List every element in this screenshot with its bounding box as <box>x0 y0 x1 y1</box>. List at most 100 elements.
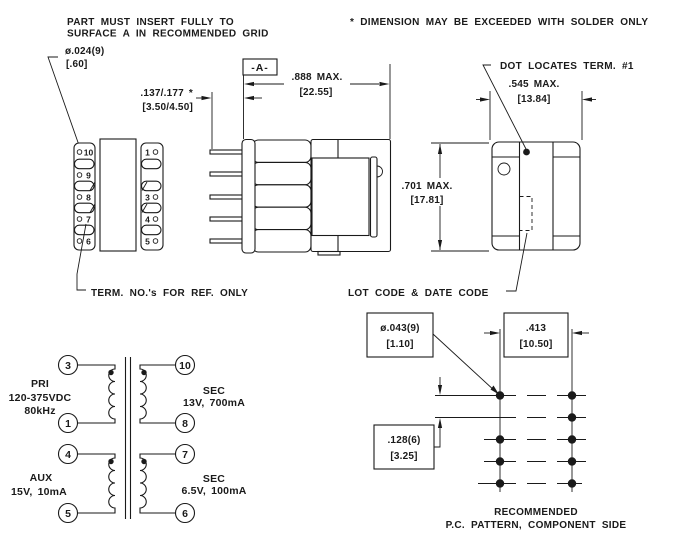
pin-number: 3 <box>65 360 71 372</box>
front-right-block <box>140 142 164 251</box>
hole-dia-leader <box>432 333 497 393</box>
pin-balloon <box>57 354 79 376</box>
standoff-tab <box>317 250 341 256</box>
datum-a-flag: -A- <box>242 58 278 76</box>
wire-dia-callout: ø.024(9) [.60] <box>47 46 104 150</box>
terminal-number: 7 <box>86 215 91 225</box>
pin-balloon <box>174 443 196 465</box>
pad-hole <box>567 391 577 400</box>
front-right-slot <box>140 224 162 236</box>
bobbin-segment <box>251 229 312 253</box>
wire-dia-leader <box>47 56 81 150</box>
terminal-hole-icon <box>76 172 83 178</box>
front-left-wire-tick <box>89 181 96 191</box>
polarity-dot <box>141 458 147 465</box>
terminal-number: 3 <box>145 193 150 203</box>
sec2-label: SEC <box>203 473 225 485</box>
terminal-hole-icon <box>152 149 159 155</box>
pin-balloon <box>174 354 196 376</box>
bobbin-segment <box>251 206 312 231</box>
winding-aux <box>77 453 116 514</box>
terminal-number: 1 <box>145 148 150 158</box>
solder-note: * DIMENSION MAY BE EXCEEDED WITH SOLDER … <box>350 17 648 28</box>
pin-balloon <box>57 412 79 434</box>
pad-hole <box>567 479 577 488</box>
winding-sec2 <box>139 453 176 514</box>
dim-hole-dia-inches: ø.043(9) <box>380 323 419 334</box>
arrowhead-icon <box>244 81 254 87</box>
top-view-hole <box>497 162 511 176</box>
hole-dia-box <box>366 312 434 358</box>
terminal-hole-icon <box>152 194 159 200</box>
pin-balloon <box>174 502 196 524</box>
dim-height-inches: .701 MAX. <box>401 181 452 192</box>
pin-number: 4 <box>65 449 71 461</box>
pin-balloon <box>57 443 79 465</box>
term-ref-note: TERM. NO.'s FOR REF. ONLY <box>91 288 248 299</box>
terminal-hole-icon <box>152 216 159 222</box>
polarity-dot <box>108 369 114 376</box>
terminal-number: 10 <box>84 148 94 158</box>
pin <box>209 238 247 244</box>
sec1-label: SEC <box>203 385 225 397</box>
terminal-number: 4 <box>145 215 150 225</box>
dim-wire-dia-mm: [.60] <box>66 59 88 70</box>
terminal-number: 9 <box>86 171 91 181</box>
dim-depth-mm: [13.84] <box>517 94 550 105</box>
dot-locates-note: DOT LOCATES TERM. #1 <box>500 61 634 72</box>
terminal-number: 6 <box>86 237 91 247</box>
dim-width-inches: .888 MAX. <box>291 72 342 83</box>
front-left-wire-tick <box>89 203 96 213</box>
polarity-dot <box>108 458 114 465</box>
pattern-row-lines <box>435 395 586 484</box>
dim-pitch-mm: [3.25] <box>390 451 417 462</box>
terminal-hole-icon <box>76 238 83 244</box>
terminal-number: 5 <box>145 237 150 247</box>
bobbin-flange-surface-a <box>241 138 256 254</box>
core-clip-loop <box>376 165 383 178</box>
arrowhead-icon <box>244 95 254 101</box>
arrowhead-icon <box>572 330 582 336</box>
dim-width: .888 MAX. [22.55] <box>243 64 391 139</box>
schematic: 3 1 4 5 10 8 7 6 PRI 120-375VDC 80kHz AU… <box>9 354 247 524</box>
pin-number: 10 <box>179 360 191 372</box>
pin <box>209 171 247 177</box>
bobbin-segment <box>251 184 312 208</box>
dim-text-mask <box>398 178 457 206</box>
terminal-hole-icon <box>152 238 159 244</box>
pri-label: PRI <box>31 378 49 390</box>
dim-height-mm: [17.81] <box>410 195 443 206</box>
dim-pitch-inches: .128(6) <box>387 435 420 446</box>
pin-number: 1 <box>65 418 71 430</box>
arrowhead-icon <box>437 144 443 154</box>
col-space-box <box>503 312 569 358</box>
arrowhead-icon <box>480 97 490 102</box>
datum-a-label: -A- <box>251 62 269 74</box>
pad-hole <box>567 413 577 422</box>
bobbin-segment <box>251 161 312 186</box>
arrowhead-icon <box>379 81 390 87</box>
dim-pin-length: .137/.177 * [3.50/4.50] <box>140 88 262 149</box>
terminal-hole-icon <box>76 149 83 155</box>
pin-balloon <box>174 412 196 434</box>
pad-hole <box>567 435 577 444</box>
arrowhead-icon <box>437 418 443 428</box>
arrowhead-icon <box>437 240 443 250</box>
dim-col-space-mm: [10.50] <box>519 339 552 350</box>
terminal1-locator-dot <box>523 148 530 156</box>
top-view <box>482 64 581 292</box>
front-left-block <box>73 142 96 251</box>
aux-rating: 15V, 10mA <box>11 486 67 498</box>
pad-hole <box>495 435 505 444</box>
terminal-hole-icon <box>76 194 83 200</box>
insert-note-line2: SURFACE A IN RECOMMENDED GRID <box>67 29 269 40</box>
dim-width-mm: [22.55] <box>299 87 332 98</box>
winding-pri <box>77 364 116 424</box>
winding-sec1 <box>139 364 176 424</box>
pitch-leader <box>434 428 441 448</box>
arrowhead-icon <box>201 95 212 101</box>
pitch-box <box>373 424 435 470</box>
front-left-slot <box>73 202 95 214</box>
dim-wire-dia-inches: ø.024(9) <box>65 46 104 57</box>
